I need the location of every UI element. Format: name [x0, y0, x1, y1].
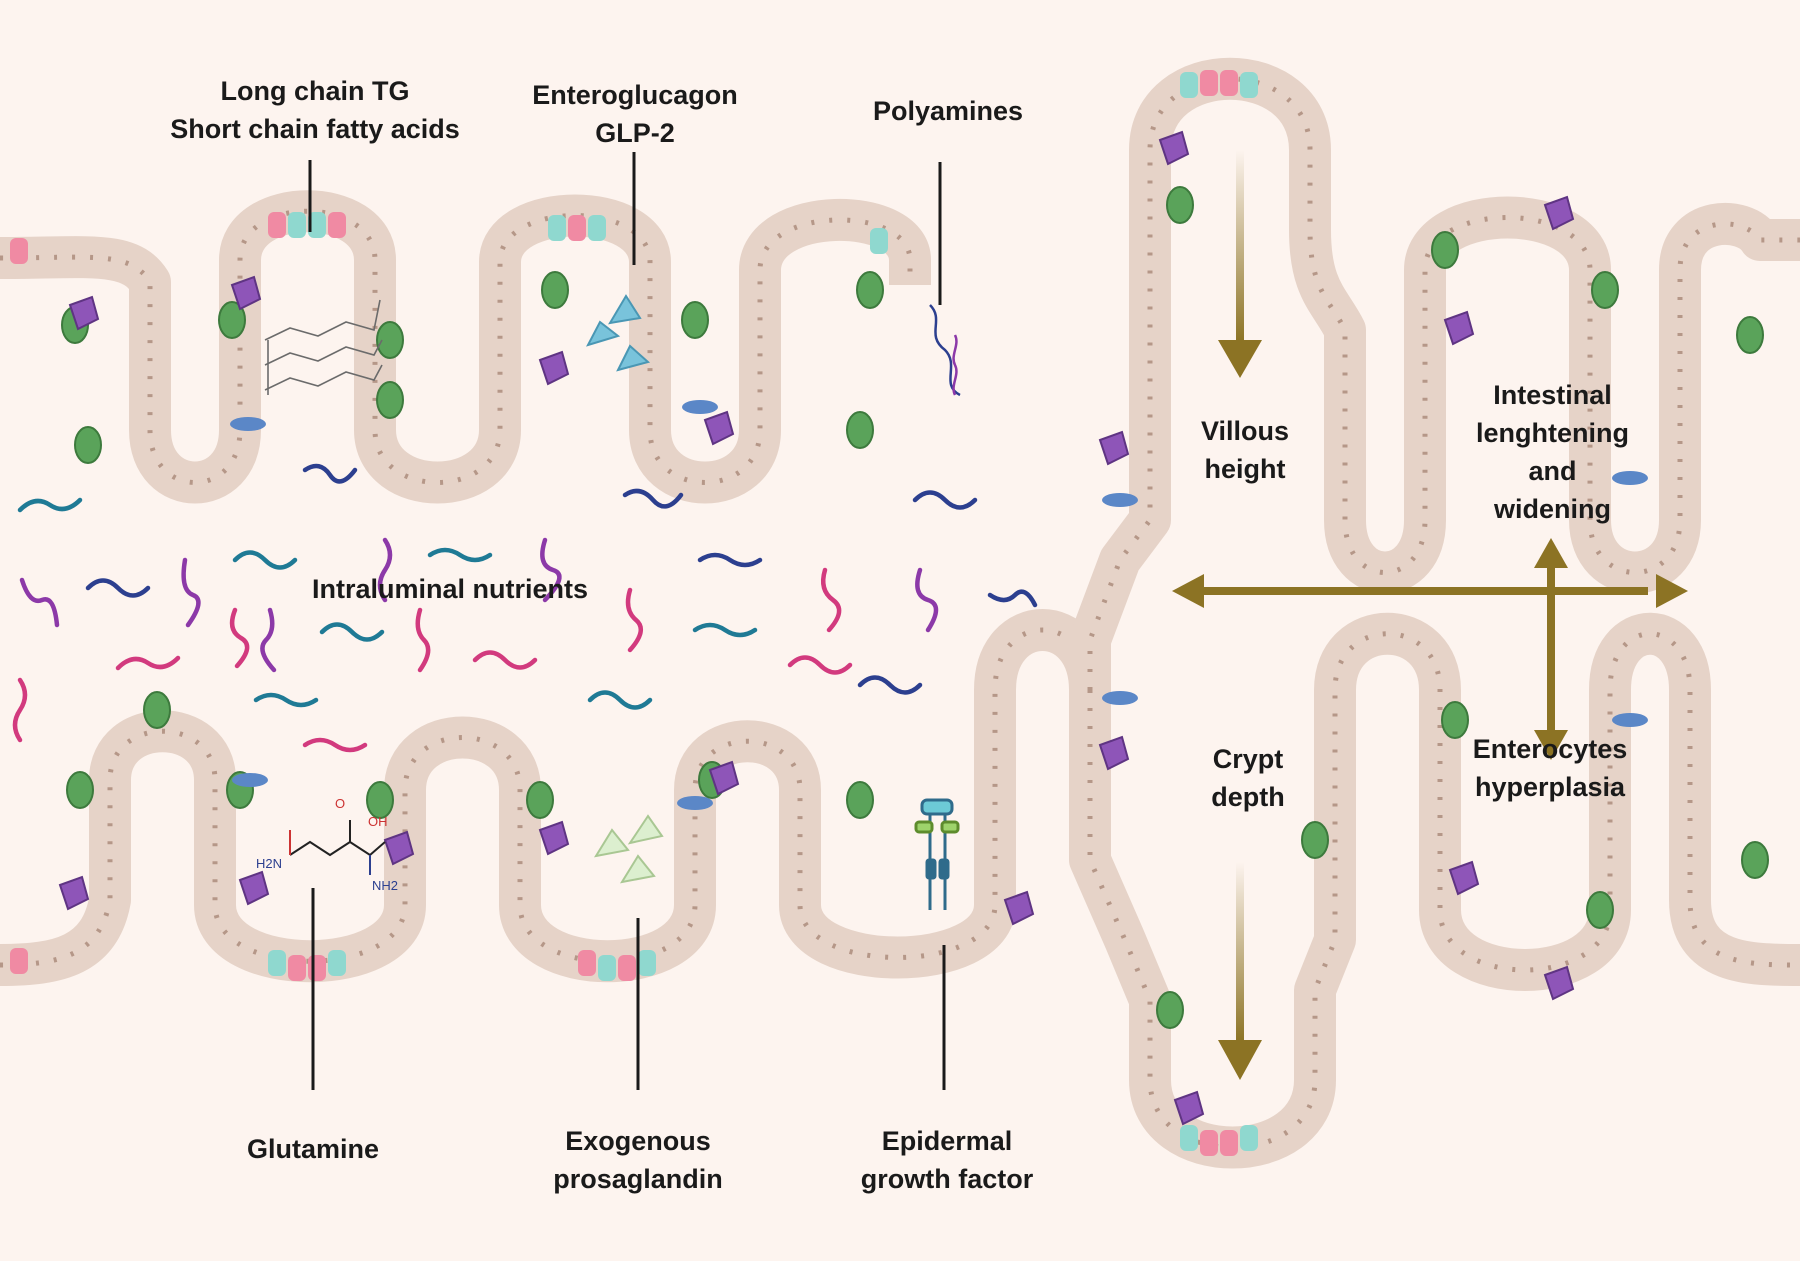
goblet-cells [61, 186, 1769, 1029]
label-long-chain-tg-line2: Short chain fatty acids [170, 114, 460, 144]
polyamine-molecules [929, 304, 961, 397]
villous-height-arrow [1218, 150, 1262, 378]
glutamine-atom-nh2: NH2 [372, 878, 398, 893]
label-crypt-depth-line2: depth [1211, 782, 1285, 812]
label-enterocytes-hyperplasia: Enterocytes hyperplasia [1445, 730, 1655, 806]
label-exogenous-prostaglandin: Exogenous prosaglandin [518, 1122, 758, 1198]
upper-villi-tissue [0, 190, 931, 504]
label-glutamine-line1: Glutamine [246, 1134, 380, 1164]
label-epidermal-growth-factor-line1: Epidermal [881, 1126, 1013, 1156]
label-epidermal-growth-factor-line2: growth factor [860, 1164, 1034, 1194]
label-glutamine: Glutamine [213, 1130, 413, 1168]
label-enterocytes-hyperplasia-line2: hyperplasia [1474, 772, 1626, 802]
label-villous-height: Villous height [1165, 412, 1325, 488]
label-intraluminal-nutrients: Intraluminal nutrients [290, 570, 610, 608]
glutamine-atom-o: O [335, 796, 345, 811]
label-exogenous-prostaglandin-line1: Exogenous [565, 1126, 711, 1156]
prostaglandin-triangles [593, 814, 664, 884]
label-crypt-depth: Crypt depth [1168, 740, 1328, 816]
label-villous-height-line2: height [1204, 454, 1286, 484]
tuft-cells [230, 400, 1648, 810]
glutamine-molecule: O OH H2N NH2 [256, 796, 398, 893]
glp2-triangles [586, 294, 651, 372]
label-intestinal-lengthening-line3: and [1528, 456, 1577, 486]
label-intestinal-lengthening: Intestinal lenghtening and widening [1445, 376, 1660, 528]
label-long-chain-tg-line1: Long chain TG [220, 76, 410, 106]
crypt-depth-arrow [1218, 862, 1262, 1080]
label-intestinal-lengthening-line2: lenghtening [1476, 418, 1629, 448]
horizontal-widening-arrow [1172, 574, 1688, 608]
right-lower-tissue [1069, 612, 1800, 1169]
label-epidermal-growth-factor: Epidermal growth factor [822, 1122, 1072, 1198]
label-villous-height-line1: Villous [1200, 416, 1290, 446]
glutamine-atom-h2n: H2N [256, 856, 282, 871]
label-polyamines: Polyamines [848, 92, 1048, 130]
lower-villi-tissue [0, 609, 1111, 986]
villus-tip-cells [10, 70, 1258, 1156]
nutrient-squiggles [12, 463, 1038, 753]
label-exogenous-prostaglandin-line2: prosaglandin [553, 1164, 723, 1194]
leader-lines [308, 152, 946, 1090]
label-enteroglucagon-line1: Enteroglucagon [532, 80, 738, 110]
triglyceride-molecule [264, 299, 383, 395]
label-enterocytes-hyperplasia-line1: Enterocytes [1472, 734, 1628, 764]
vertical-lengthening-arrow [1534, 538, 1568, 760]
enteroendocrine-cells [58, 130, 1575, 1126]
glutamine-atom-oh: OH [368, 814, 388, 829]
label-long-chain-tg: Long chain TG Short chain fatty acids [170, 72, 460, 148]
label-crypt-depth-line1: Crypt [1212, 744, 1284, 774]
label-intraluminal-nutrients-line1: Intraluminal nutrients [311, 574, 589, 604]
label-polyamines-line1: Polyamines [872, 96, 1024, 126]
label-intestinal-lengthening-line4: widening [1494, 494, 1611, 524]
label-enteroglucagon: Enteroglucagon GLP-2 [510, 76, 760, 152]
label-enteroglucagon-line2: GLP-2 [595, 118, 675, 148]
label-intestinal-lengthening-line1: Intestinal [1493, 380, 1612, 410]
egf-receptor [914, 798, 960, 910]
